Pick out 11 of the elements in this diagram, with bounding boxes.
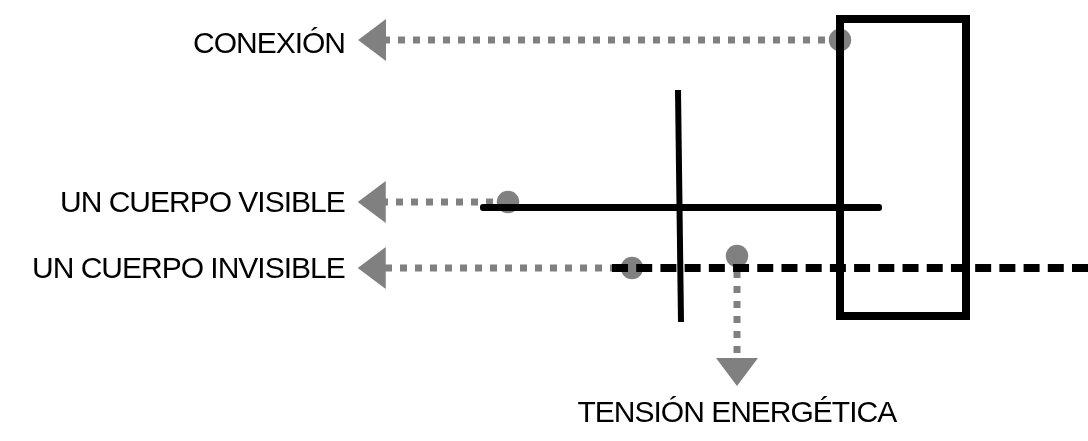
leader-line <box>358 19 852 61</box>
part-label: CONEXIÓN <box>193 26 346 60</box>
part-label: TENSIÓN ENERGÉTICA <box>577 395 897 429</box>
dashed-line <box>612 264 1088 272</box>
solid-line <box>480 204 882 211</box>
leader-line <box>357 181 520 223</box>
leader-line <box>716 244 758 386</box>
part-label: UN CUERPO VISIBLE <box>60 185 345 219</box>
part-label: UN CUERPO INVISIBLE <box>32 251 345 285</box>
rectangle-outline <box>836 15 970 320</box>
leader-line <box>357 247 644 289</box>
